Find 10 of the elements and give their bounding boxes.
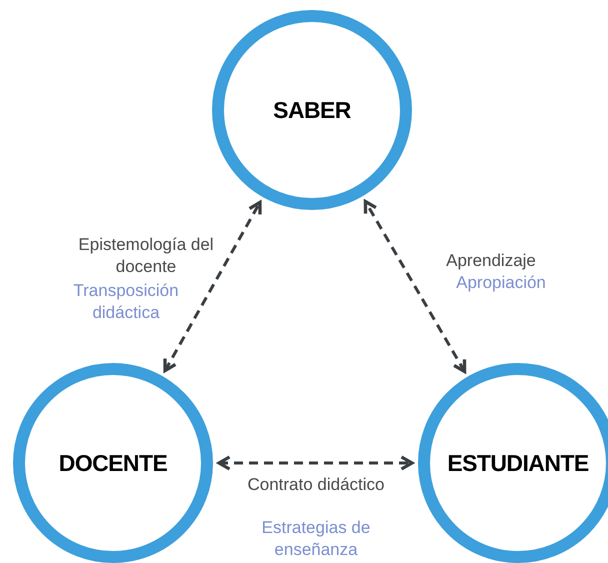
- edge-label: Aprendizaje: [445, 250, 537, 272]
- node-label: ESTUDIANTE: [447, 448, 589, 478]
- subtitle-label: Transposición didáctica: [72, 280, 180, 324]
- edge-label: Contrato didáctico: [246, 474, 386, 496]
- node-label: DOCENTE: [58, 448, 168, 478]
- subtitle-label: Apropiación: [455, 272, 547, 294]
- dashed-double-arrow: [217, 455, 414, 471]
- edge-label: Epistemología del docente: [77, 234, 215, 278]
- subtitle-label: Estrategias de enseñanza: [260, 517, 372, 561]
- node-label: SABER: [273, 96, 351, 125]
